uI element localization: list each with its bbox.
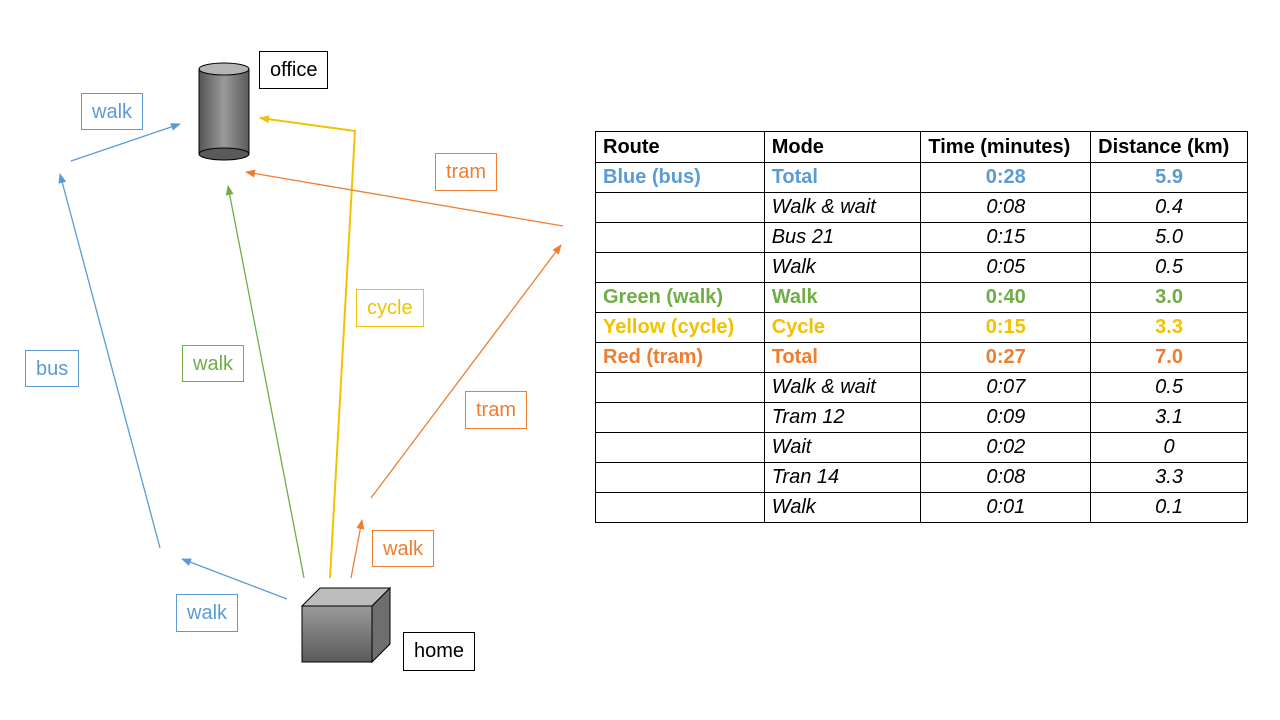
route-cell <box>595 192 765 223</box>
time-cell: 0:01 <box>920 492 1092 523</box>
mode-cell: Bus 21 <box>763 222 922 253</box>
orange-tram-mid-label: tram <box>465 391 527 429</box>
yellow-cycle-label: cycle <box>356 289 424 327</box>
route-cell <box>595 492 765 523</box>
table-row: Bus 21 0:15 5.0 <box>595 222 1248 253</box>
distance-cell: 3.3 <box>1090 462 1248 493</box>
route-cell: Yellow (cycle) <box>595 312 765 343</box>
route-cell <box>595 222 765 253</box>
mode-cell: Total <box>763 162 922 193</box>
time-cell: 0:40 <box>920 282 1092 313</box>
route-cell <box>595 432 765 463</box>
green-walk-label: walk <box>182 345 245 382</box>
distance-cell: 0.4 <box>1090 192 1248 223</box>
table-row: Walk & wait 0:07 0.5 <box>595 372 1248 403</box>
distance-cell: 3.0 <box>1090 282 1248 313</box>
blue-bus-arrow <box>58 173 161 549</box>
header-route: Route <box>595 131 765 163</box>
table-row: Green (walk) Walk 0:40 3.0 <box>595 282 1248 313</box>
time-cell: 0:08 <box>920 192 1092 223</box>
mode-cell: Walk <box>763 492 922 523</box>
route-cell: Blue (bus) <box>595 162 765 193</box>
orange-walk-arrow <box>350 519 365 579</box>
mode-cell: Tran 14 <box>763 462 922 493</box>
mode-cell: Walk & wait <box>763 372 922 403</box>
office-label: office <box>259 51 329 89</box>
home-label: home <box>403 632 476 671</box>
table-row: Walk 0:05 0.5 <box>595 252 1248 283</box>
time-cell: 0:08 <box>920 462 1092 493</box>
time-cell: 0:28 <box>920 162 1092 193</box>
mode-cell: Wait <box>763 432 922 463</box>
office-cylinder-icon <box>198 62 250 161</box>
yellow-cycle-arrow <box>259 115 357 579</box>
table-row: Tram 12 0:09 3.1 <box>595 402 1248 433</box>
blue-walk-top-arrow <box>70 123 181 162</box>
table-row: Wait 0:02 0 <box>595 432 1248 463</box>
mode-cell: Total <box>763 342 922 373</box>
route-cell: Red (tram) <box>595 342 765 373</box>
time-cell: 0:27 <box>920 342 1092 373</box>
route-cell <box>595 252 765 283</box>
time-cell: 0:02 <box>920 432 1092 463</box>
header-mode: Mode <box>763 131 922 163</box>
table-row: Red (tram) Total 0:27 7.0 <box>595 342 1248 373</box>
table-row: Walk 0:01 0.1 <box>595 492 1248 523</box>
distance-cell: 0 <box>1090 432 1248 463</box>
header-time: Time (minutes) <box>920 131 1092 163</box>
mode-cell: Walk & wait <box>763 192 922 223</box>
routes-table: Route Mode Time (minutes) Distance (km) … <box>595 131 1248 523</box>
route-cell <box>595 372 765 403</box>
home-cube-icon <box>300 586 392 664</box>
time-cell: 0:15 <box>920 222 1092 253</box>
time-cell: 0:09 <box>920 402 1092 433</box>
route-cell <box>595 462 765 493</box>
distance-cell: 0.5 <box>1090 252 1248 283</box>
mode-cell: Walk <box>763 282 922 313</box>
orange-tram-top-arrow <box>245 169 564 227</box>
distance-cell: 7.0 <box>1090 342 1248 373</box>
table-row: Tran 14 0:08 3.3 <box>595 462 1248 493</box>
mode-cell: Walk <box>763 252 922 283</box>
distance-cell: 0.5 <box>1090 372 1248 403</box>
mode-cell: Tram 12 <box>763 402 922 433</box>
orange-walk-label: walk <box>372 530 435 567</box>
blue-walk-bottom-label: walk <box>176 594 239 632</box>
time-cell: 0:15 <box>920 312 1092 343</box>
distance-cell: 5.9 <box>1090 162 1248 193</box>
header-distance: Distance (km) <box>1090 131 1248 163</box>
orange-tram-top-label: tram <box>435 153 497 191</box>
time-cell: 0:05 <box>920 252 1092 283</box>
route-cell <box>595 402 765 433</box>
blue-walk-bottom-arrow <box>181 558 288 600</box>
table-row: Yellow (cycle) Cycle 0:15 3.3 <box>595 312 1248 343</box>
table-row: Walk & wait 0:08 0.4 <box>595 192 1248 223</box>
blue-bus-label: bus <box>25 350 80 387</box>
distance-cell: 5.0 <box>1090 222 1248 253</box>
table-row: Blue (bus) Total 0:28 5.9 <box>595 162 1248 193</box>
time-cell: 0:07 <box>920 372 1092 403</box>
table-header-row: Route Mode Time (minutes) Distance (km) <box>595 131 1248 163</box>
mode-cell: Cycle <box>763 312 922 343</box>
blue-walk-top-label: walk <box>81 93 144 130</box>
distance-cell: 3.1 <box>1090 402 1248 433</box>
green-walk-arrow <box>225 185 305 579</box>
route-cell: Green (walk) <box>595 282 765 313</box>
orange-tram-mid-arrow <box>370 244 562 499</box>
distance-cell: 0.1 <box>1090 492 1248 523</box>
distance-cell: 3.3 <box>1090 312 1248 343</box>
